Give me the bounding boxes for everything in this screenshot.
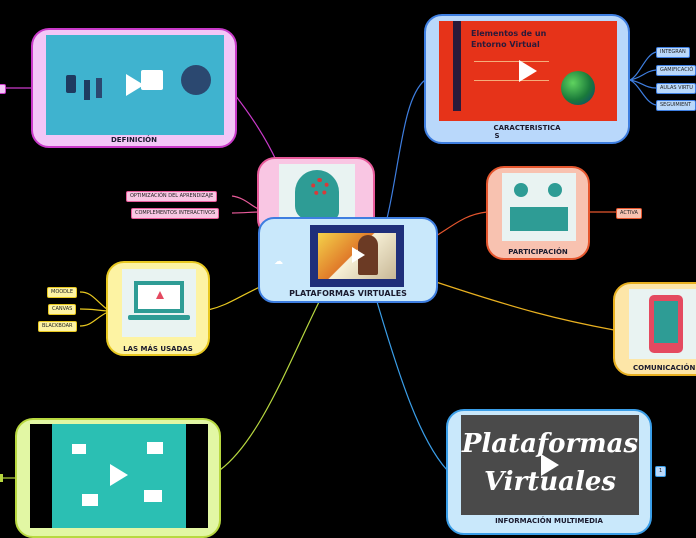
slide-left-bar	[453, 21, 461, 111]
connector-comunicacion	[429, 279, 615, 331]
slide-title-1: Elementos de un	[471, 29, 547, 38]
participacion-label: PARTICIPACIÓN	[508, 248, 568, 256]
document-illustration	[141, 70, 163, 90]
connector-multimedia	[374, 294, 448, 471]
node-central[interactable]: ☁ PLATAFORMAS VIRTUALES	[258, 217, 438, 303]
brain-image	[279, 164, 355, 224]
people-illustration	[66, 70, 116, 100]
tag-optimizacion[interactable]: OPTIMIZACIÓN DEL APRENDIZAJE	[126, 191, 218, 202]
cloud-icon: ☁	[274, 257, 283, 267]
tag-gamificacion[interactable]: GAMIFICACIÓ	[656, 65, 696, 76]
green-left-stub	[0, 474, 3, 482]
connector-blackboard	[79, 311, 109, 327]
node-green[interactable]	[15, 418, 221, 538]
comunicacion-image	[629, 289, 696, 359]
tag-moodle[interactable]: MOODLE	[47, 287, 77, 298]
cursor-icon	[156, 291, 164, 299]
phone-icon	[649, 295, 683, 353]
node-comunicacion[interactable]: COMUNICACIÓN	[613, 282, 696, 376]
comunicacion-label: COMUNICACIÓN	[633, 364, 696, 372]
person-right-icon	[548, 183, 562, 197]
tag-blackboard[interactable]: BLACKBOAR	[38, 321, 77, 332]
laptop-image	[122, 269, 196, 337]
connector-aulas	[629, 79, 657, 89]
play-icon[interactable]	[126, 74, 144, 96]
connector-green	[219, 299, 321, 471]
connector-seguimiento	[629, 79, 657, 106]
gears-illustration	[181, 65, 211, 95]
gear-icon	[311, 178, 329, 196]
caracteristicas-label-2: S	[494, 132, 500, 140]
node-caracteristicas[interactable]: Elementos de un Entorno Virtual CARACTER…	[424, 14, 630, 144]
definicion-label: DEFINICIÓN	[111, 136, 157, 144]
play-icon[interactable]	[352, 247, 365, 263]
node-definicion[interactable]: DEFINICIÓN	[31, 28, 237, 148]
connector-canvas	[79, 308, 109, 312]
slide-text-lines	[474, 61, 549, 81]
play-icon[interactable]	[541, 454, 559, 476]
node-mas-usadas[interactable]: LAS MÁS USADAS	[106, 261, 210, 356]
definicion-video-thumbnail[interactable]	[46, 35, 224, 135]
tag-canvas[interactable]: CANVAS	[48, 304, 77, 315]
tag-seguimiento[interactable]: SEGUIMIENT	[656, 100, 696, 111]
multimedia-video-thumbnail[interactable]: Plataformas Virtuales	[461, 415, 639, 515]
connector-integran	[629, 51, 657, 81]
green-video-thumbnail[interactable]	[30, 424, 208, 528]
node-participacion[interactable]: PARTICIPACIÓN	[486, 166, 590, 260]
connector-moodle	[79, 291, 109, 311]
globe-icon	[561, 71, 595, 105]
slide-title-2: Entorno Virtual	[471, 40, 540, 49]
tag-aulas-virtuales[interactable]: AULAS VIRTU	[656, 83, 696, 94]
play-icon[interactable]	[519, 60, 537, 82]
multimedia-label: INFORMACIÓN MULTIMEDIA	[495, 517, 603, 525]
caracteristicas-label-1: CARACTERISTICA	[493, 124, 561, 132]
multimedia-count-badge[interactable]: 1	[655, 466, 667, 477]
play-icon[interactable]	[110, 464, 128, 486]
tag-integran[interactable]: INTEGRAN	[656, 47, 690, 58]
mas-usadas-label: LAS MÁS USADAS	[123, 345, 193, 353]
desk-icon	[510, 207, 568, 231]
caracteristicas-video-thumbnail[interactable]: Elementos de un Entorno Virtual	[439, 21, 617, 121]
person-image	[358, 235, 378, 275]
central-video-thumbnail[interactable]	[310, 225, 404, 287]
connector-gamificacion	[629, 69, 657, 81]
connector-optimizacion	[231, 195, 261, 211]
laptop-base-icon	[128, 315, 190, 320]
tag-activa[interactable]: ACTIVA	[616, 208, 642, 219]
tag-complementos[interactable]: COMPLEMENTOS INTERACTIVOS	[131, 208, 220, 219]
node-multimedia[interactable]: Plataformas Virtuales INFORMACIÓN MULTIM…	[446, 409, 652, 535]
definicion-left-stub[interactable]	[0, 84, 6, 94]
participacion-image	[502, 173, 576, 241]
connector-complementos	[231, 211, 261, 214]
central-label: PLATAFORMAS VIRTUALES	[289, 289, 407, 298]
person-left-icon	[514, 183, 528, 197]
